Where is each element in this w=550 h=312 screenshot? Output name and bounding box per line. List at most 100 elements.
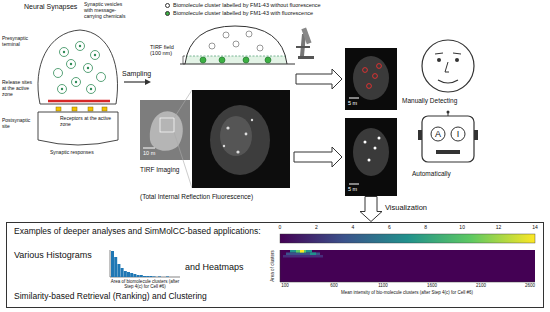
histogram-chart — [143, 276, 146, 277]
vesicle-content — [70, 63, 72, 65]
receptor — [56, 107, 107, 111]
tirf-image — [174, 132, 192, 188]
vesicle-content — [75, 81, 77, 83]
robot-head — [418, 130, 422, 140]
part-label: Receptors at the active zone — [60, 116, 114, 128]
microscope-icon — [296, 46, 310, 48]
image-title: TIRF Imaging — [140, 166, 179, 173]
vesicle-content — [79, 45, 81, 47]
robot-head — [436, 150, 460, 154]
axis-tick: 1100 — [378, 283, 388, 288]
cluster-mark — [378, 137, 381, 140]
robot-eye-letter: I — [457, 129, 460, 139]
fluorescent-cluster — [219, 57, 225, 63]
block-arrow — [360, 197, 382, 222]
cell-outline — [185, 26, 287, 64]
tirf-image — [251, 119, 253, 121]
tirf-image — [140, 90, 290, 188]
image-title: (Total Internal Reflection Fluorescence) — [140, 193, 253, 200]
part-label: Synaptic vesicles with message-carrying … — [84, 2, 128, 19]
detection-arrow — [294, 69, 342, 167]
axis-label: Mean intensity of bio-molecule clusters … — [341, 290, 473, 295]
sampling-arrow — [124, 81, 146, 82]
step-label: Automatically — [412, 170, 451, 177]
fluorescent-cluster — [243, 57, 249, 63]
tirf-image — [245, 133, 248, 136]
vesicle-content — [94, 54, 96, 56]
cell-outline — [180, 64, 295, 65]
panel-item: and Heatmaps — [185, 262, 244, 272]
synaptic-vesicle — [60, 48, 69, 57]
receptor — [56, 107, 61, 111]
cluster-mark — [364, 141, 367, 144]
figure-title: Neural Synapses — [24, 3, 77, 11]
heatmap-chart — [280, 250, 535, 282]
sampling-arrow — [145, 79, 151, 85]
tirf-image — [220, 116, 252, 156]
postsynaptic-site — [38, 112, 118, 145]
robot-eye-letter: A — [435, 129, 441, 139]
cluster-mark — [367, 84, 372, 89]
part-label: Synaptic responses — [50, 150, 94, 156]
synaptic-vesicle — [91, 51, 100, 60]
heatmap-chart — [280, 250, 535, 282]
sampling-arrow — [124, 79, 151, 85]
histogram-chart — [114, 257, 117, 277]
cluster-mark — [363, 68, 368, 73]
colorbar-tick: 8 — [424, 225, 427, 231]
cell-outline — [180, 26, 295, 64]
dark-cluster — [209, 43, 215, 49]
field-bracket — [183, 56, 185, 64]
axis-label: Area of clusters — [270, 250, 275, 281]
dark-cluster — [209, 31, 263, 51]
microscopy-image: 5 m — [345, 118, 397, 196]
human-face — [438, 80, 458, 83]
scale-bar — [349, 184, 359, 185]
human-face — [422, 40, 474, 92]
vesicle-content — [63, 51, 65, 53]
tirf-image — [226, 126, 229, 129]
cluster-mark — [377, 64, 382, 69]
histogram-chart — [133, 274, 136, 277]
part-label: Release sites at the active zone — [2, 80, 34, 97]
histogram-chart — [127, 272, 130, 277]
vesicle-content — [61, 88, 63, 90]
cell-image — [353, 56, 389, 100]
panel-item: Various Histograms — [14, 250, 92, 260]
field-label: TIRF field (100 nm) — [150, 44, 180, 57]
histogram-chart — [121, 268, 124, 277]
axis-tick: 1600 — [427, 283, 437, 288]
histogram-chart — [140, 275, 143, 277]
legend-swatch — [165, 11, 170, 16]
dark-cluster — [246, 31, 252, 37]
heatmap-chart — [300, 250, 304, 253]
step-label: Manually Detecting — [402, 97, 457, 104]
colorbar-tick: 10 — [459, 225, 465, 231]
axis-tick: 2600 — [525, 283, 535, 288]
legend-text: Biomolecule cluster labelled by FM1-43 w… — [173, 2, 321, 8]
colorbar-tick: 4 — [351, 225, 354, 231]
tirf-image — [192, 90, 290, 188]
heatmap-chart — [286, 253, 320, 256]
colorbar-tick: 6 — [388, 225, 391, 231]
tirf-field — [186, 56, 286, 57]
field-bracket — [183, 56, 185, 64]
tirf-image — [160, 118, 174, 132]
synaptic-vesicle — [54, 42, 106, 94]
receptor — [72, 107, 77, 111]
scale-label: 5 m — [348, 186, 357, 192]
detection-arrow — [296, 69, 342, 89]
fluorescent-cluster — [200, 57, 271, 63]
histogram-chart — [111, 251, 169, 277]
histogram-chart — [158, 276, 161, 278]
colorbar — [280, 234, 535, 243]
detection-arrow — [294, 147, 342, 167]
histogram-chart — [137, 275, 140, 277]
receptor — [102, 107, 107, 111]
histogram-chart — [130, 273, 133, 277]
robot-head — [451, 127, 465, 141]
histogram-chart — [146, 276, 149, 277]
part-label: Postsynaptic site — [2, 118, 36, 130]
synaptic-vesicle — [54, 69, 63, 78]
